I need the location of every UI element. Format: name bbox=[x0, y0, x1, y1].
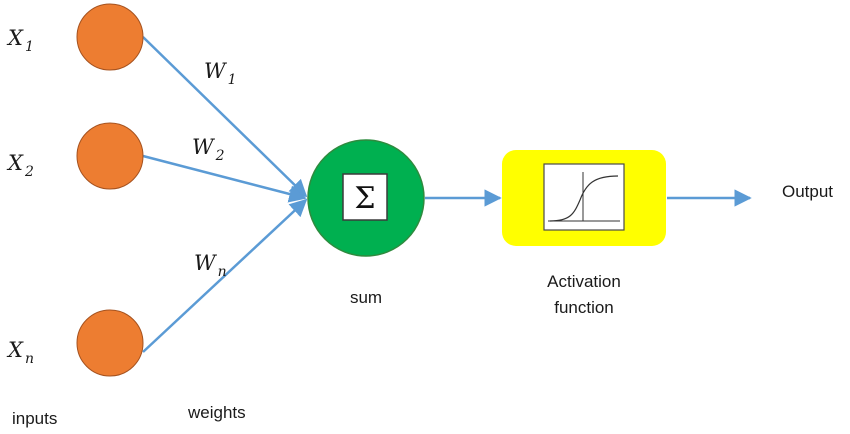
connector-xn-to-sum bbox=[142, 198, 308, 353]
sigmoid-curve-icon bbox=[543, 163, 625, 231]
sigma-box bbox=[342, 173, 388, 221]
input-node-x1 bbox=[76, 3, 144, 71]
activation-label-line1: Activation bbox=[547, 272, 621, 291]
inputs-caption: inputs bbox=[12, 409, 57, 428]
input-node-x2 bbox=[76, 122, 144, 190]
connector-x2-to-sum bbox=[142, 154, 307, 203]
output-label: Output bbox=[782, 182, 833, 201]
connector-x1-to-sum bbox=[142, 36, 308, 198]
weights-caption: weights bbox=[187, 403, 246, 422]
input-node-xn bbox=[76, 309, 144, 377]
sigma-symbol: Σ bbox=[354, 181, 375, 216]
activation-label-line2: function bbox=[554, 298, 614, 317]
sum-label: sum bbox=[350, 288, 382, 307]
